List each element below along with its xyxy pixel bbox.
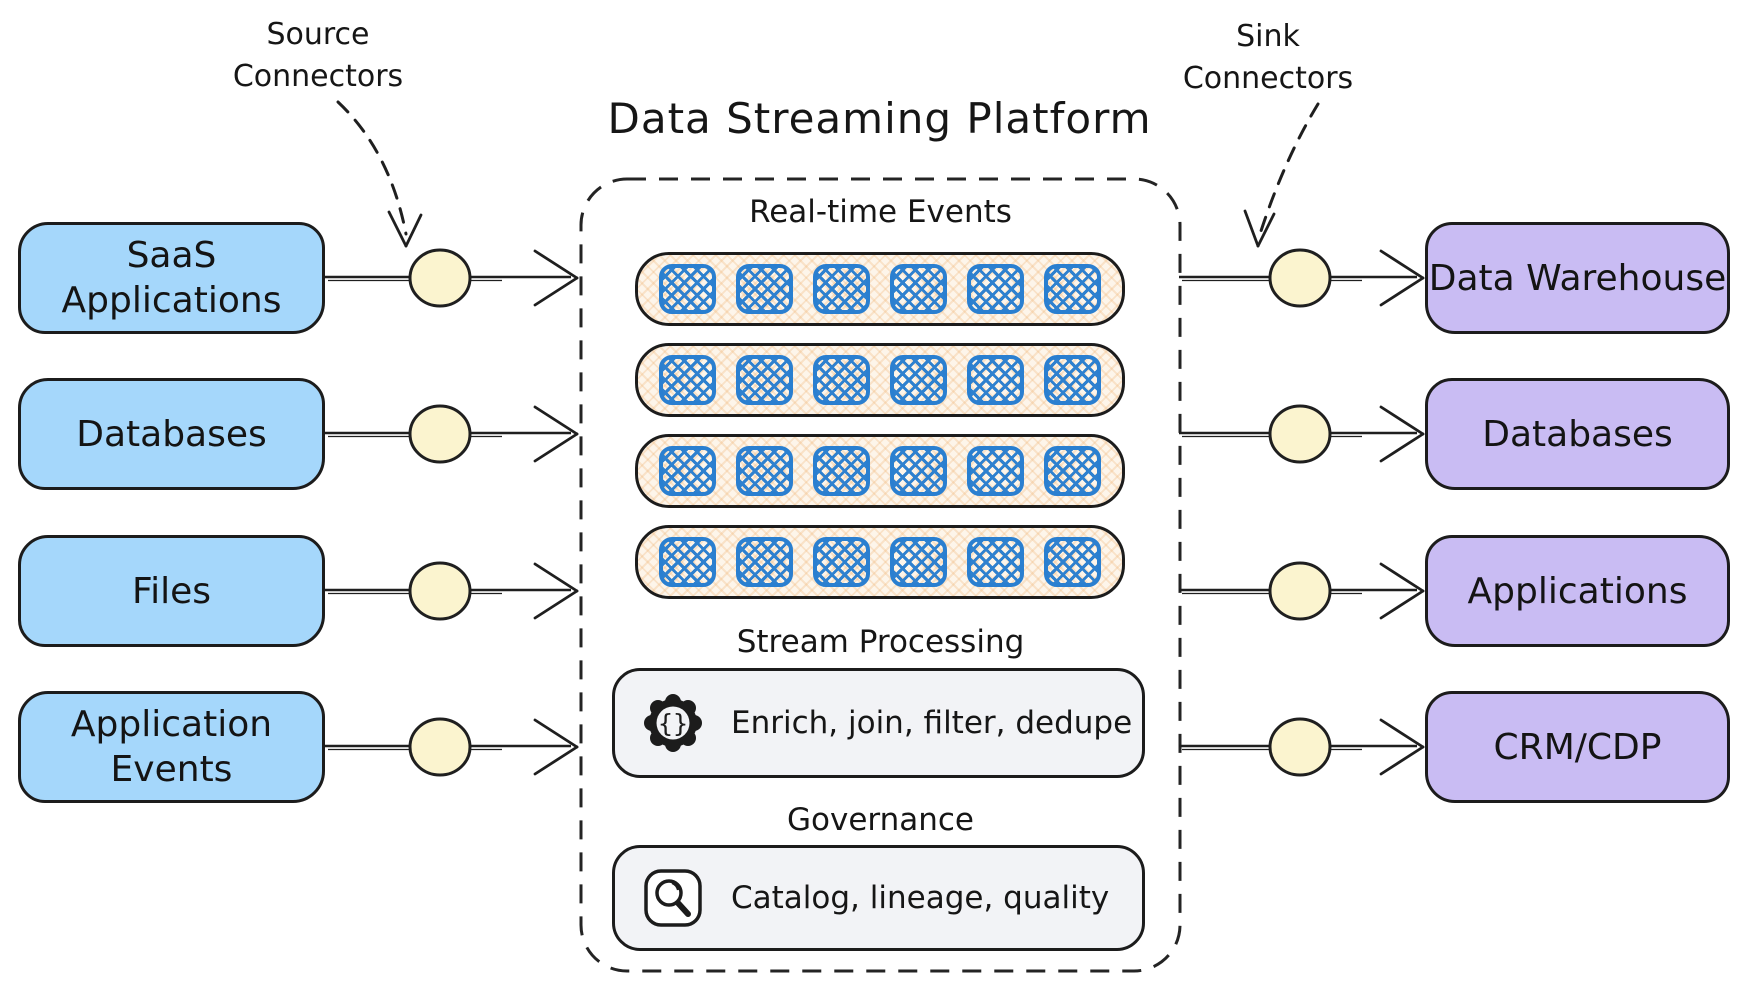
event-cell [1044,355,1101,405]
sink-flow-arrow [1179,717,1425,777]
event-stream-row [635,525,1125,599]
source-connector-node [408,404,472,464]
source-connector-node [408,561,472,621]
event-cell [1044,446,1101,496]
sink-connector-node [1268,561,1332,621]
event-cell [1044,537,1101,587]
event-cell [967,446,1024,496]
sink-flow-arrow [1179,561,1425,621]
governance-text: Catalog, lineage, quality [731,880,1110,916]
event-cell [1044,264,1101,314]
event-cell [890,264,947,314]
sink-connector-node [1268,404,1332,464]
event-cell [736,537,793,587]
stream-processing-panel: {} Enrich, join, filter, dedupe [612,668,1145,778]
sink-box-label: Applications [1467,570,1688,612]
event-cell [736,355,793,405]
svg-text:{}: {} [658,709,688,738]
curly-braces-badge-icon: {} [644,694,702,752]
governance-panel: Catalog, lineage, quality [612,845,1145,951]
sink-box-data-warehouse: Data Warehouse [1425,222,1730,334]
event-cell [659,537,716,587]
governance-label: Governance [786,802,974,838]
sink-box-applications: Applications [1425,535,1730,647]
realtime-events-label: Real-time Events [749,194,1012,230]
source-flow-arrow [325,561,579,621]
sink-connectors-line1: Sink [1236,19,1300,54]
event-cell [967,537,1024,587]
event-cell [659,446,716,496]
platform-title: Data Streaming Platform [607,94,1152,143]
sink-connector-node [1268,717,1332,777]
sink-connector-node [1268,248,1332,308]
source-connectors-arrow-icon [336,100,423,248]
event-stream-row [635,252,1125,326]
source-connectors-line1: Source [266,17,370,52]
stream-processing-label: Stream Processing [736,624,1025,660]
source-connector-node [408,717,472,777]
source-box-label: Application Events [70,704,273,790]
sink-box-label: Data Warehouse [1428,257,1727,299]
sink-box-databases: Databases [1425,378,1730,490]
event-cell [967,264,1024,314]
sink-flow-arrow [1179,248,1425,308]
event-cell [736,446,793,496]
source-connector-node [408,248,472,308]
source-flow-arrow [325,717,579,777]
event-cell [736,264,793,314]
event-cell [967,355,1024,405]
source-box-saas-applications: SaaS Applications [18,222,325,334]
source-box-files: Files [18,535,325,647]
event-cell [659,355,716,405]
event-rows [635,252,1125,599]
event-cell [813,537,870,587]
event-cell [813,446,870,496]
event-cell [890,537,947,587]
sink-box-crm-cdp: CRM/CDP [1425,691,1730,803]
sink-box-label: Databases [1482,413,1673,455]
platform-dashed-border [579,177,1182,973]
source-flow-arrow [325,248,579,308]
stream-processing-text: Enrich, join, filter, dedupe [731,705,1133,741]
event-cell [659,264,716,314]
source-connectors-line2: Connectors [232,59,404,94]
event-cell [890,355,947,405]
event-cell [813,264,870,314]
sink-connectors-arrow-icon [1243,102,1320,248]
source-flow-arrow [325,404,579,464]
sink-box-label: CRM/CDP [1493,726,1662,768]
source-box-label: Databases [76,413,267,455]
sink-flow-arrow [1179,404,1425,464]
event-stream-row [635,343,1125,417]
source-box-databases: Databases [18,378,325,490]
event-cell [890,446,947,496]
event-stream-row [635,434,1125,508]
source-box-label: SaaS Applications [61,235,282,321]
source-box-label: Files [132,570,211,612]
source-connectors-label: Source Connectors [188,14,448,98]
magnifier-icon [644,869,702,927]
event-cell [813,355,870,405]
sink-connectors-label: Sink Connectors [1138,16,1398,100]
source-box-application-events: Application Events [18,691,325,803]
sink-connectors-line2: Connectors [1182,61,1354,96]
